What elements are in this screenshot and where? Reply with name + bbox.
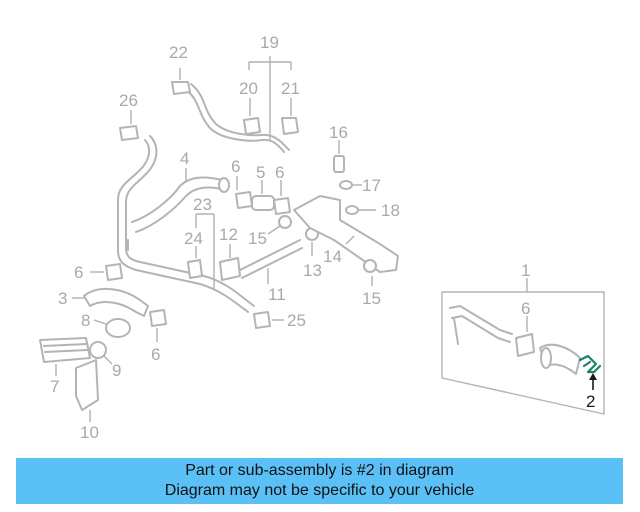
callout-c24: 24 <box>184 229 203 248</box>
clamp-22 <box>171 68 191 95</box>
callout-c14: 14 <box>323 247 342 266</box>
clamp-21 <box>281 98 299 135</box>
leader-19 <box>248 56 292 140</box>
callout-c19: 19 <box>260 33 279 52</box>
clamp-6-left <box>90 263 123 281</box>
hose-inset <box>539 343 581 375</box>
callout-c21: 21 <box>281 79 300 98</box>
clamp-6-center-right <box>273 180 291 215</box>
hose-23 <box>127 213 215 290</box>
callout-c6c: 6 <box>74 263 83 282</box>
banner-line-1: Part or sub-assembly is #2 in diagram <box>185 462 454 479</box>
callout-c1: 1 <box>521 261 530 280</box>
callout-c25: 25 <box>287 311 306 330</box>
gasket-15-right <box>363 259 377 286</box>
washer-18 <box>345 205 376 215</box>
pipe-11 <box>239 239 303 284</box>
pipe-inset <box>449 305 513 345</box>
callout-c6b: 6 <box>275 163 284 182</box>
callout-c20: 20 <box>239 79 258 98</box>
callout-c22: 22 <box>169 43 188 62</box>
cooler-7 <box>39 337 91 376</box>
callout-c2: 2 <box>586 392 595 411</box>
hose-3 <box>72 287 149 317</box>
hose-upper-19 <box>185 83 290 153</box>
callout-c7: 7 <box>50 377 59 396</box>
callout-c8: 8 <box>81 311 90 330</box>
thermostat-8 <box>93 318 131 338</box>
housing-14 <box>293 195 399 273</box>
callout-c18: 18 <box>381 201 400 220</box>
clamp-6-center-left <box>235 176 253 209</box>
callout-c6a: 6 <box>231 157 240 176</box>
bracket-12 <box>219 244 241 281</box>
callout-c6d: 6 <box>151 345 160 364</box>
assembly-1-box <box>441 278 605 415</box>
gasket-9 <box>89 341 113 365</box>
clamp-20 <box>243 98 261 135</box>
banner-line-2: Diagram may not be specific to your vehi… <box>164 482 475 499</box>
bracket-10 <box>75 359 99 422</box>
callout-c11: 11 <box>268 285 286 304</box>
callout-c5: 5 <box>256 163 265 182</box>
callout-c16: 16 <box>329 123 348 142</box>
callout-c9: 9 <box>112 361 121 380</box>
callout-c12: 12 <box>219 225 238 244</box>
sensor-16 <box>333 140 345 173</box>
washer-17 <box>339 180 362 190</box>
callout-c3: 3 <box>58 289 67 308</box>
callout-c15a: 15 <box>248 229 267 248</box>
callout-c13: 13 <box>303 261 322 280</box>
gasket-15-left <box>267 215 292 235</box>
hose-4 <box>131 168 230 233</box>
callout-c23: 23 <box>193 195 212 214</box>
callout-c15b: 15 <box>362 289 381 308</box>
pipe-5 <box>251 180 275 211</box>
clamp-24 <box>187 246 203 279</box>
callout-c10: 10 <box>80 423 99 442</box>
info-banner: Part or sub-assembly is #2 in diagram Di… <box>16 458 623 504</box>
callout-c4: 4 <box>180 149 189 168</box>
clamp-6-inset <box>515 316 535 357</box>
callout-c17: 17 <box>362 176 381 195</box>
callout-c6e: 6 <box>521 299 530 318</box>
clamp-25 <box>253 311 284 329</box>
callout-c26: 26 <box>119 91 138 110</box>
clamp-6-lower <box>149 309 167 342</box>
clamp-26 <box>119 110 139 141</box>
clip-part-2 <box>578 354 602 390</box>
